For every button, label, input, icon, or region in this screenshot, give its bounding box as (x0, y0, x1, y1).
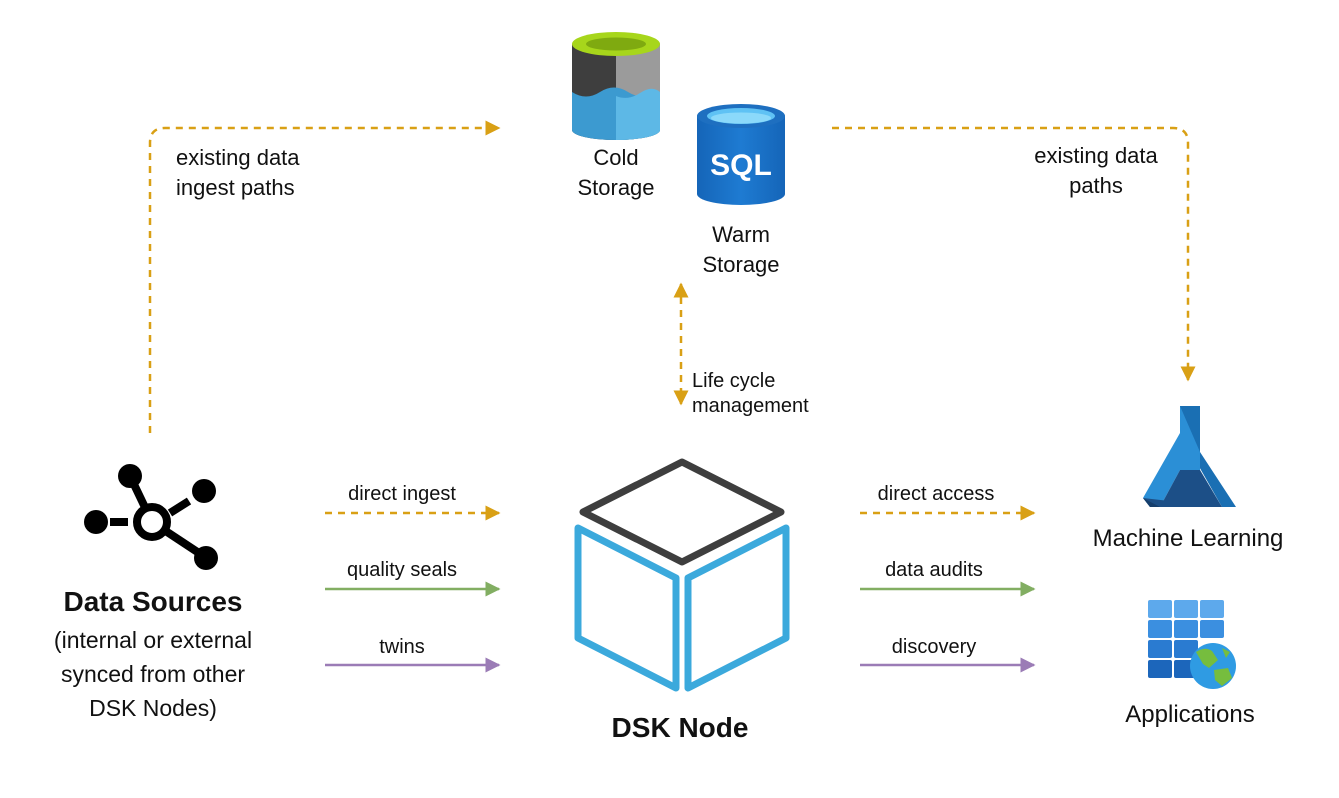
direct-ingest-label: direct ingest (348, 483, 456, 505)
edge-existing-ingest (148, 120, 501, 433)
applications-icon (1148, 600, 1236, 689)
edge-existing-paths (832, 126, 1196, 382)
warm-storage-label: Warm Storage (702, 222, 780, 277)
cold-storage-icon (572, 32, 660, 140)
dsk-node-cube-icon (574, 458, 790, 692)
dsk-node-label: DSK Node (611, 712, 749, 743)
data-sources-subtitle: (internal or external synced from other … (53, 627, 253, 721)
existing-paths-label: existing data paths (1034, 143, 1158, 198)
cold-storage-label: Cold Storage (577, 145, 655, 200)
quality-seals-label: quality seals (346, 559, 458, 581)
direct-access-label: direct access (877, 483, 995, 505)
twins-label: twins (379, 636, 425, 658)
sql-database-icon: SQL (697, 104, 785, 205)
data-audits-label: data audits (885, 559, 983, 581)
sql-icon-text: SQL (710, 149, 772, 182)
lifecycle-label: Life cycle management (692, 370, 809, 417)
applications-label: Applications (1125, 701, 1255, 728)
machine-learning-label: Machine Learning (1092, 525, 1284, 552)
network-hub-icon (84, 464, 218, 570)
machine-learning-icon (1143, 406, 1236, 507)
globe-icon (1190, 643, 1236, 689)
data-sources-title: Data Sources (63, 586, 243, 617)
discovery-label: discovery (891, 636, 977, 658)
existing-ingest-label: existing data ingest paths (176, 145, 300, 200)
